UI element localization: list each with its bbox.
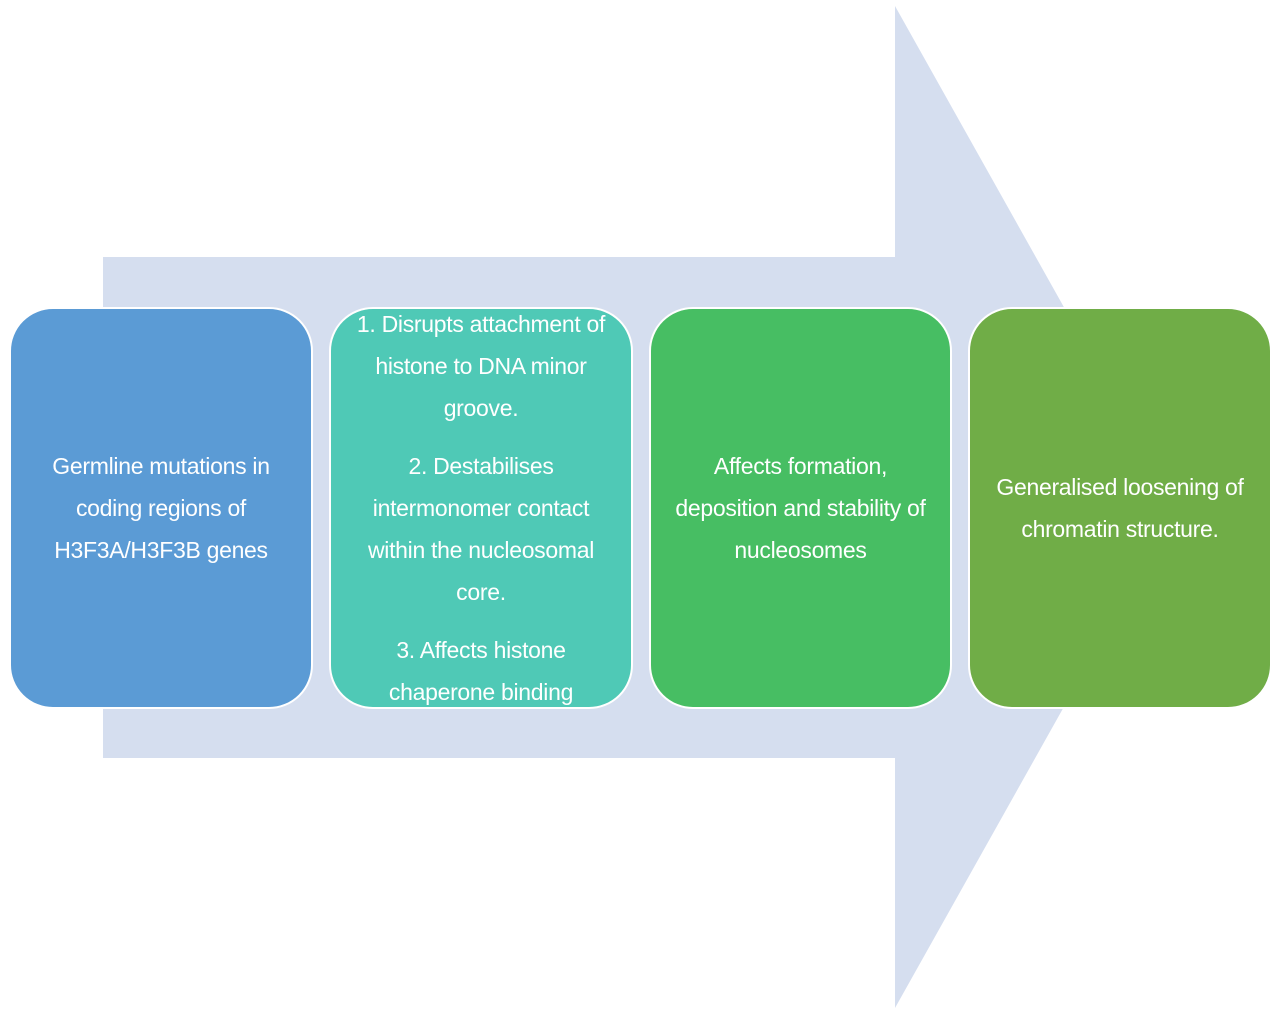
mechanism-item: 3. Affects histone chaperone binding — [388, 637, 574, 705]
process-arrow-shape — [103, 6, 1176, 1008]
step-nucleosome-effects: Affects formation, deposition and stabil… — [649, 307, 952, 709]
step-chromatin-loosening-text: Generalised loosening of chromatin struc… — [996, 474, 1244, 542]
step-germline-mutations: Germline mutations in coding regions of … — [9, 307, 313, 709]
step-nucleosome-effects-text: Affects formation, deposition and stabil… — [675, 453, 926, 563]
mechanism-list: 1. Disrupts attachment of histone to DNA… — [347, 303, 615, 713]
mechanism-item: 1. Disrupts attachment of histone to DNA… — [356, 311, 606, 421]
step-chromatin-loosening: Generalised loosening of chromatin struc… — [968, 307, 1272, 709]
step-mechanisms: 1. Disrupts attachment of histone to DNA… — [329, 307, 633, 709]
mechanism-item: 2. Destabilises intermonomer contact wit… — [367, 453, 595, 605]
step-germline-mutations-text: Germline mutations in coding regions of … — [52, 453, 270, 563]
